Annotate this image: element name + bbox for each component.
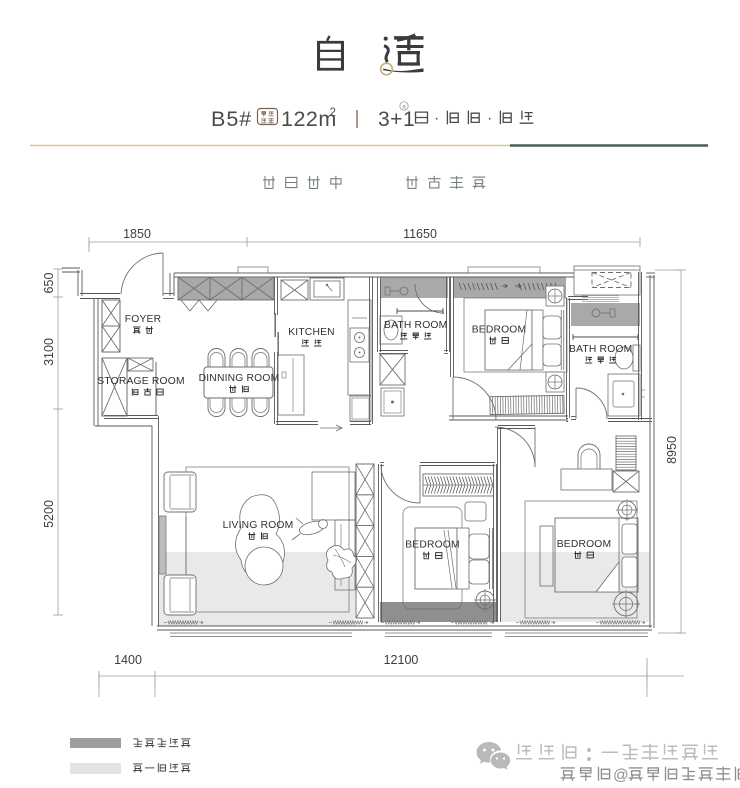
svg-text:8950: 8950 (665, 436, 679, 464)
svg-text:KITCHEN: KITCHEN (288, 327, 335, 338)
svg-text:12100: 12100 (384, 653, 419, 667)
svg-text:a: a (402, 104, 406, 111)
svg-text:·: · (487, 110, 492, 127)
svg-text:BEDROOM: BEDROOM (472, 325, 527, 336)
svg-text:STORAGE ROOM: STORAGE ROOM (97, 376, 184, 387)
svg-text:LIVING ROOM: LIVING ROOM (223, 520, 294, 531)
svg-text:5200: 5200 (42, 500, 56, 528)
svg-text:650: 650 (42, 273, 56, 294)
svg-text:·: · (434, 110, 439, 127)
svg-text:B5#: B5# (211, 107, 252, 131)
svg-text:BATH ROOM: BATH ROOM (384, 320, 447, 331)
svg-text:DINNING ROOM: DINNING ROOM (199, 373, 280, 384)
svg-text:1850: 1850 (123, 227, 151, 241)
svg-text:3+1: 3+1 (378, 108, 415, 131)
svg-text:BEDROOM: BEDROOM (405, 540, 460, 551)
svg-text:@: @ (613, 767, 629, 783)
svg-text:2: 2 (330, 107, 336, 119)
svg-text:BEDROOM: BEDROOM (557, 539, 612, 550)
svg-text:11650: 11650 (403, 227, 437, 241)
svg-text:3100: 3100 (42, 338, 56, 366)
svg-text:1400: 1400 (114, 653, 142, 667)
svg-text:FOYER: FOYER (125, 314, 161, 325)
svg-text:BATH ROOM: BATH ROOM (569, 344, 632, 355)
svg-text:122m: 122m (281, 107, 337, 131)
